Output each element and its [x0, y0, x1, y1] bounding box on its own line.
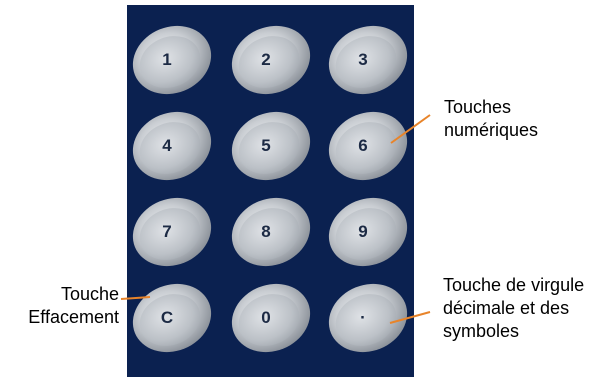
- key-5-label: 5: [261, 136, 271, 155]
- decimal-key-line1: Touche de virgule: [443, 275, 585, 295]
- key-8[interactable]: 8: [229, 196, 315, 268]
- numeric-keys-line1: Touches: [444, 97, 512, 117]
- key-1-label: 1: [162, 50, 172, 69]
- key-7-label: 7: [162, 222, 172, 241]
- numeric-keys-leader: [390, 114, 431, 144]
- key-3-label: 3: [358, 50, 368, 69]
- clear-key-line2: Effacement: [28, 307, 119, 327]
- clear-key-leader: [120, 296, 151, 300]
- decimal-key-line2: décimale et des: [443, 298, 570, 318]
- key-2-label: 2: [261, 50, 271, 69]
- decimal-key-leader: [389, 311, 431, 324]
- key-2[interactable]: 2: [229, 24, 315, 96]
- key-clear-label: C: [160, 308, 174, 327]
- numeric-keys-line2: numériques: [444, 120, 539, 140]
- key-0[interactable]: 0: [229, 282, 315, 354]
- key-7[interactable]: 7: [130, 196, 216, 268]
- key-decimal-label: ·: [360, 308, 366, 327]
- key-4-label: 4: [162, 136, 172, 155]
- key-9[interactable]: 9: [326, 196, 412, 268]
- clear-key-line1: Touche: [60, 284, 119, 304]
- key-decimal[interactable]: ·: [326, 282, 412, 354]
- key-5[interactable]: 5: [229, 110, 315, 182]
- decimal-key-line3: symboles: [443, 321, 520, 341]
- key-clear[interactable]: C: [130, 282, 216, 354]
- key-6[interactable]: 6: [326, 110, 412, 182]
- decimal-key-annotation: Touche de virgule décimale et des symbol…: [443, 274, 584, 343]
- key-0-label: 0: [261, 308, 271, 327]
- key-8-label: 8: [261, 222, 271, 241]
- key-3[interactable]: 3: [326, 24, 412, 96]
- key-4[interactable]: 4: [130, 110, 216, 182]
- numeric-keys-annotation: Touches numériques: [444, 96, 538, 142]
- key-6-label: 6: [358, 136, 368, 155]
- clear-key-annotation: Touche Effacement: [0, 283, 119, 329]
- key-1[interactable]: 1: [130, 24, 216, 96]
- key-9-label: 9: [358, 222, 368, 241]
